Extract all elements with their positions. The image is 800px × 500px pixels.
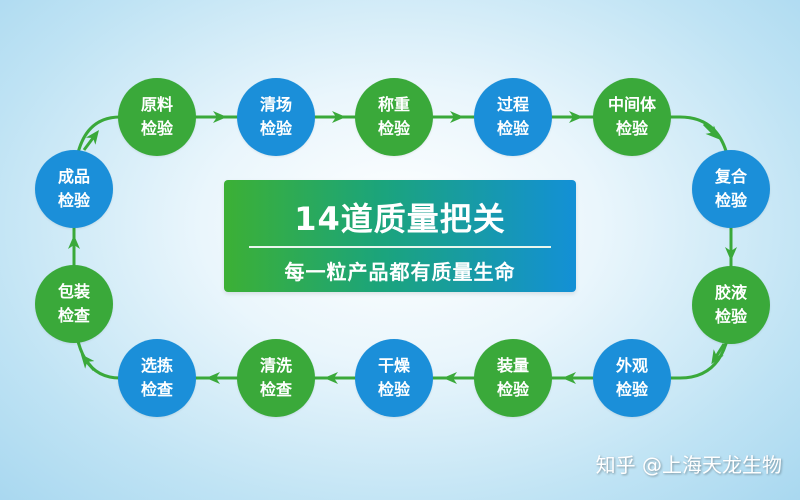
step-label-line1: 装量 (496, 356, 529, 375)
step-label-line1: 胶液 (714, 283, 747, 302)
subtitle: 每一粒产品都有质量生命 (284, 260, 516, 284)
step-label-line1: 包装 (57, 282, 90, 301)
step-label-line2: 检查 (259, 380, 292, 399)
watermark: 知乎 @上海天龙生物 (595, 453, 782, 477)
step-drying-inspection: 干燥 检验 (355, 339, 433, 417)
step-washing-check: 清洗 检查 (237, 339, 315, 417)
step-label-line2: 检验 (57, 191, 90, 210)
step-label-line2: 检验 (714, 307, 747, 326)
step-label-line2: 检验 (496, 119, 529, 138)
step-label-line1: 中间体 (607, 95, 656, 114)
step-label-line1: 成品 (57, 167, 90, 186)
step-label-line2: 检验 (496, 380, 529, 399)
step-label-line2: 检验 (615, 380, 648, 399)
step-label-line2: 检验 (714, 191, 747, 210)
step-label-line1: 称重 (377, 95, 410, 114)
step-label-line2: 检验 (615, 119, 648, 138)
step-label-line1: 复合 (714, 167, 747, 186)
step-label-line2: 检查 (140, 380, 173, 399)
step-label-line1: 外观 (615, 356, 648, 375)
step-label-line1: 原料 (140, 95, 173, 114)
main-title: 14道质量把关 (294, 200, 506, 238)
step-label-line2: 检验 (140, 119, 173, 138)
step-label-line1: 过程 (496, 95, 529, 114)
step-label-line1: 清场 (259, 95, 292, 114)
step-label-line2: 检验 (377, 119, 410, 138)
step-fill-volume-inspection: 装量 检验 (474, 339, 552, 417)
divider (249, 246, 551, 248)
step-weighing-inspection: 称重 检验 (355, 78, 433, 156)
step-appearance-inspection: 外观 检验 (593, 339, 671, 417)
step-label-line1: 干燥 (377, 356, 410, 375)
step-sorting-check: 选拣 检查 (118, 339, 196, 417)
step-finished-product-inspection: 成品 检验 (35, 150, 113, 228)
step-label-line2: 检验 (259, 119, 292, 138)
step-clearance-inspection: 清场 检验 (237, 78, 315, 156)
step-compound-inspection: 复合 检验 (692, 150, 770, 228)
title-banner: 14道质量把关 每一粒产品都有质量生命 (224, 180, 576, 292)
step-intermediate-inspection: 中间体 检验 (593, 78, 671, 156)
step-process-inspection: 过程 检验 (474, 78, 552, 156)
step-packaging-check: 包装 检查 (35, 265, 113, 343)
step-gel-inspection: 胶液 检验 (692, 266, 770, 344)
step-label-line1: 选拣 (140, 356, 173, 375)
step-label-line2: 检验 (377, 380, 410, 399)
step-label-line2: 检查 (57, 306, 90, 325)
step-label-line1: 清洗 (259, 356, 292, 375)
step-raw-material-inspection: 原料 检验 (118, 78, 196, 156)
